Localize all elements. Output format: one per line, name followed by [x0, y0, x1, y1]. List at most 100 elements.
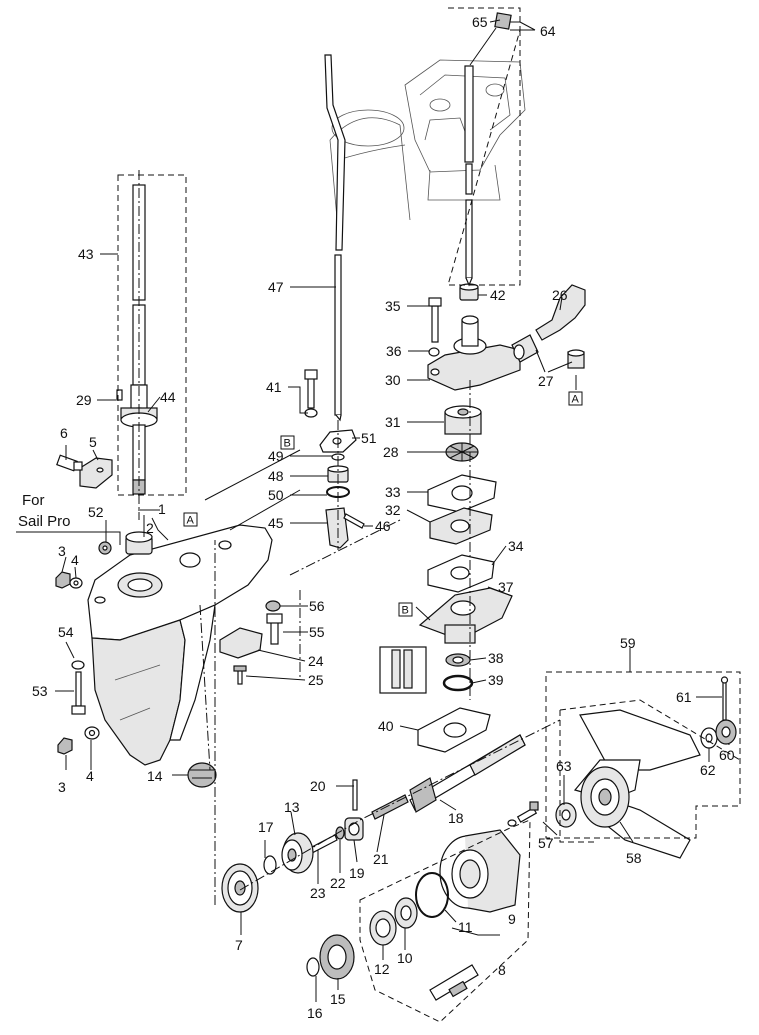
part-label-17: 17 [258, 819, 274, 835]
cotter-pin-part-61 [720, 676, 729, 721]
part-label-61: 61 [676, 689, 692, 705]
seal-part-10 [394, 897, 418, 929]
bolt-part-35 [428, 297, 442, 343]
part-label-4a: 4 [71, 552, 79, 568]
impeller-part-28 [445, 442, 479, 462]
shim-part-16 [306, 957, 320, 977]
part-label-24: 24 [308, 653, 324, 669]
part-label-3b: 3 [58, 779, 66, 795]
spacer-part-63 [555, 802, 577, 828]
ref-box-a-tube-label: A [572, 394, 580, 406]
part-label-31: 31 [385, 414, 401, 430]
part-label-15: 15 [330, 991, 346, 1007]
note-line-1: For [22, 492, 45, 509]
water-tube-part-26 [535, 284, 586, 341]
bolt-part-41 [304, 369, 318, 409]
ref-box-a-tube: A [568, 391, 583, 406]
nut-part-65 [494, 12, 512, 30]
part-label-38: 38 [488, 650, 504, 666]
powerhead-outline [404, 59, 526, 201]
part-label-26: 26 [552, 287, 568, 303]
nut-part-60 [715, 719, 737, 745]
bolt-part-55 [266, 613, 283, 645]
part-label-2: 2 [146, 520, 154, 536]
propeller-shaft [409, 734, 526, 813]
part-label-43: 43 [78, 246, 94, 262]
pinion-gear-part-14 [187, 762, 217, 788]
part-label-16: 16 [307, 1005, 323, 1021]
washer-part-52 [98, 541, 112, 555]
ref-box-b-pump-label: B [402, 605, 409, 617]
part-label-12: 12 [374, 961, 390, 977]
part-label-11: 11 [458, 919, 473, 935]
part-label-34: 34 [508, 538, 524, 554]
gasket-part-33 [427, 474, 497, 513]
group-box-8 [359, 819, 531, 1023]
part-label-7: 7 [235, 937, 243, 953]
gasket-part-34 [427, 554, 495, 593]
part-label-45: 45 [268, 515, 284, 531]
bushing-part-48 [327, 465, 349, 483]
part-label-14: 14 [147, 768, 163, 784]
ref-box-b-shift: B [280, 435, 295, 450]
bushing-part-2 [125, 531, 153, 555]
part-label-18: 18 [448, 810, 464, 826]
part-label-3a: 3 [58, 543, 66, 559]
o-ring-part-11 [415, 872, 449, 918]
washer-part-54 [71, 660, 85, 670]
part-label-21: 21 [373, 851, 389, 867]
oil-seal-part-38 [445, 653, 471, 667]
washer-part-62 [700, 727, 718, 749]
part-label-33: 33 [385, 484, 401, 500]
group-box-59 [545, 671, 741, 839]
part-label-62: 62 [700, 762, 716, 778]
shift-cam-part-45 [325, 507, 349, 549]
part-label-42: 42 [490, 287, 506, 303]
part-label-10: 10 [397, 950, 413, 966]
nut-part-3-upper [55, 571, 71, 589]
part-label-48: 48 [268, 468, 284, 484]
shaft-part-64 [464, 65, 474, 287]
part-label-59: 59 [620, 635, 636, 651]
bolt-part-6 [56, 454, 83, 472]
o-ring-part-39 [442, 674, 474, 692]
part-label-13: 13 [284, 799, 300, 815]
part-label-63: 63 [556, 758, 572, 774]
group-box-64 [447, 7, 521, 286]
bearing-housing-part-9 [439, 829, 521, 913]
pin-part-20 [352, 779, 358, 811]
part-label-1: 1 [158, 501, 166, 517]
part-label-9: 9 [508, 911, 516, 927]
part-label-47: 47 [268, 279, 284, 295]
part-label-37: 37 [498, 579, 514, 595]
part-label-27: 27 [538, 373, 554, 389]
ref-box-b-shift-label: B [284, 438, 291, 450]
part-label-39: 39 [488, 672, 504, 688]
part-label-41: 41 [266, 379, 282, 395]
retainer-part-24 [219, 627, 263, 659]
part-label-58: 58 [626, 850, 642, 866]
part-label-8: 8 [498, 962, 506, 978]
bolt-part-57 [507, 801, 539, 827]
part-label-20: 20 [310, 778, 326, 794]
leader-lines [16, 19, 730, 1002]
reverse-gear-part-15 [319, 934, 355, 980]
bolt-part-53 [71, 671, 86, 715]
part-label-40: 40 [378, 718, 394, 734]
part-label-36: 36 [386, 343, 402, 359]
part-label-53: 53 [32, 683, 48, 699]
impeller-housing-part-30 [427, 315, 521, 391]
part-label-50: 50 [268, 487, 284, 503]
gasket-part-40 [417, 707, 491, 753]
part-label-52: 52 [88, 504, 104, 520]
outer-plate-part-32 [429, 507, 493, 545]
part-label-54: 54 [58, 624, 74, 640]
part-label-6: 6 [60, 425, 68, 441]
bearing-part-7 [221, 863, 259, 913]
ref-box-a-case-label: A [187, 515, 195, 527]
ref-box-a-case: A [183, 512, 198, 527]
propeller-part-58 [573, 709, 701, 859]
grommet-part-27 [511, 334, 585, 369]
part-label-65: 65 [472, 14, 488, 30]
